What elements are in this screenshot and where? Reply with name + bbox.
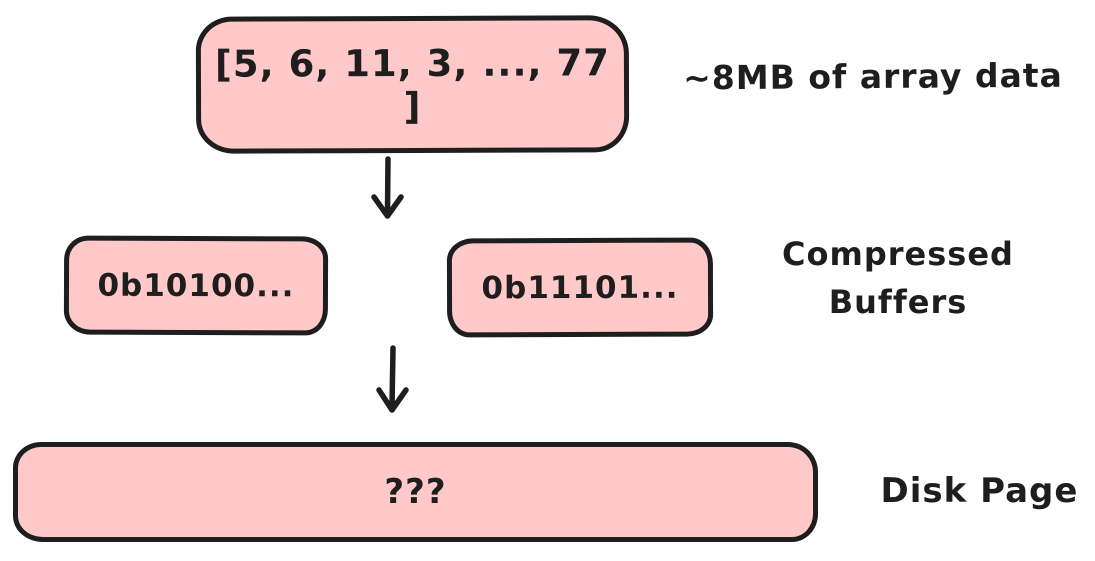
array-size-note: ~8MB of array data (683, 55, 1063, 98)
disk-page-box: ??? (13, 442, 818, 542)
compressed-buffers-note-line1: Compressed (782, 235, 1014, 273)
compressed-buffer-box-1: 0b10100... (63, 235, 329, 336)
compressed-buffer-1-label: 0b10100... (97, 267, 295, 304)
compressed-buffer-2-label: 0b11101... (481, 269, 679, 306)
disk-page-note: Disk Page (880, 471, 1079, 511)
down-arrow-icon (371, 156, 404, 219)
array-data-box: [5, 6, 11, 3, ..., 77 ] (195, 15, 630, 154)
compressed-buffers-note-line2: Buffers (828, 283, 968, 321)
down-arrow-icon (376, 345, 409, 413)
array-data-label: [5, 6, 11, 3, ..., 77 ] (214, 40, 610, 128)
compressed-buffer-box-2: 0b11101... (446, 237, 714, 338)
compressed-buffers-note: Compressed Buffers (772, 230, 1024, 326)
disk-page-label: ??? (384, 472, 447, 512)
